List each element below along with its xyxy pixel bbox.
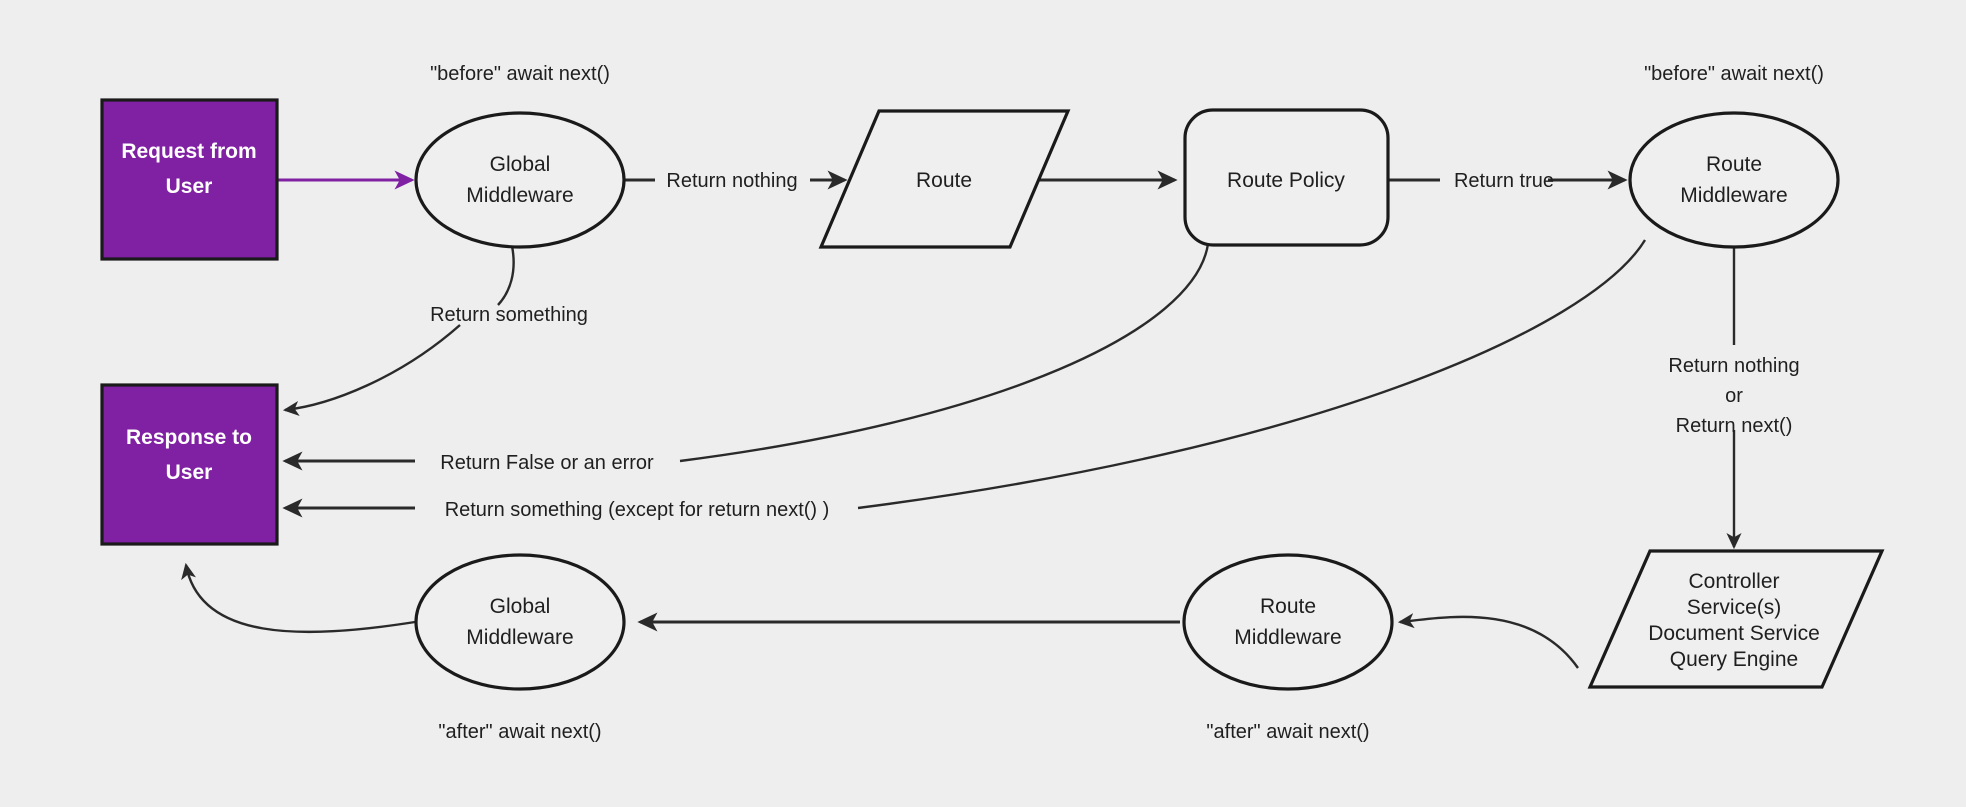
node-route-middleware-bottom-line2: Middleware [1234,626,1341,649]
node-controller-services-line4: Query Engine [1670,648,1798,671]
node-controller-services[interactable] [1587,549,1885,689]
node-route-middleware-top-line1: Route [1706,153,1762,176]
annotation-before-await-next-left: "before" await next() [430,63,610,85]
node-route[interactable] [818,109,1071,249]
node-global-middleware-top-line2: Middleware [466,184,573,207]
annotation-before-await-next-right: "before" await next() [1644,63,1824,85]
node-global-middleware-top[interactable] [414,111,626,249]
node-route-middleware-top-line2: Middleware [1680,184,1787,207]
edge-route-policy-to-response-curve [679,243,1210,463]
node-request-from-user-line1: Request from [121,140,256,163]
node-route-middleware-bottom[interactable] [1182,553,1394,691]
node-route-middleware-bottom-line1: Route [1260,595,1316,618]
edge-label-return-something: Return something [430,304,588,326]
node-global-middleware-bottom-line1: Global [490,595,551,618]
node-global-middleware-top-line1: Global [490,153,551,176]
edge-controller-to-route-middleware-bottom [1397,613,1579,669]
edge-label-return-true: Return true [1454,170,1554,192]
node-global-middleware-bottom-line2: Middleware [466,626,573,649]
node-controller-services-line1: Controller [1688,570,1779,593]
edge-global-middleware-return-something-stub [497,245,515,306]
edge-label-return-nothing: Return nothing [666,170,797,192]
node-global-middleware-bottom[interactable] [414,553,626,691]
node-route-policy-label: Route Policy [1227,169,1345,192]
edge-global-middleware-to-response [282,324,461,416]
node-controller-services-line3: Document Service [1648,622,1820,645]
edge-label-return-something-except: Return something (except for return next… [445,499,830,521]
edge-global-middleware-bottom-to-response [181,562,416,634]
edge-label-return-nothing-or-next-1: Return nothing [1668,355,1799,377]
edge-label-return-nothing-or-next-3: Return next() [1676,415,1793,437]
node-controller-services-line2: Service(s) [1687,596,1782,619]
edge-label-return-false-or-error: Return False or an error [440,452,654,474]
annotation-after-await-next-right: "after" await next() [1206,721,1369,743]
node-route-policy[interactable] [1183,108,1390,247]
node-response-to-user-line2: User [166,461,213,484]
edge-route-middleware-to-response-curve [857,239,1647,510]
node-request-from-user[interactable] [100,98,279,261]
edge-label-return-nothing-or-next-2: or [1725,385,1743,407]
node-request-from-user-line2: User [166,175,213,198]
node-route-label: Route [916,169,972,192]
node-route-middleware-top[interactable] [1628,111,1840,249]
node-response-to-user[interactable] [100,383,279,546]
node-response-to-user-line1: Response to [126,426,252,449]
annotation-after-await-next-left: "after" await next() [438,721,601,743]
